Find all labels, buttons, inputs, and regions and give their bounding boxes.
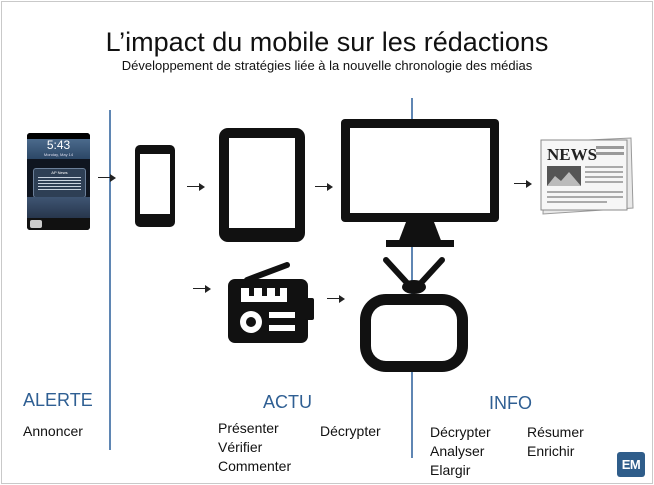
lockscreen-time: 5:43 [46,138,71,152]
notification-app: AP News [51,170,68,175]
newspaper-icon: NEWS [540,137,634,215]
alerte-verb-1: Annoncer [23,423,83,439]
actu-verb-4: Décrypter [320,423,381,439]
slide-to-unlock-icon [30,220,42,228]
arrow-to-radio [193,285,211,293]
actu-verb-1: Présenter [218,420,279,436]
arrow-smartphone-to-tablet [187,183,205,191]
lockscreen-clock: 5:43 Monday, May 14 [27,139,90,159]
smartphone-icon [135,145,175,227]
lockscreen-date: Monday, May 14 [43,152,74,157]
lockscreen-status-bar [27,133,90,139]
phone-lockscreen-image: 5:43 Monday, May 14 AP News [27,133,90,230]
arrow-phone-to-smartphone [98,174,116,182]
info-verb-2: Analyser [430,443,485,459]
slide-subtitle: Développement de stratégies liée à la no… [121,58,533,73]
arrow-monitor-to-newspaper [514,180,532,188]
actu-verb-3: Commenter [218,458,292,474]
lockscreen-slider [27,218,90,230]
newspaper-masthead: NEWS [547,145,597,164]
arrow-tablet-to-monitor [315,183,333,191]
info-verb-4: Résumer [527,424,584,440]
monitor-icon [341,119,499,247]
lockscreen-scenery [27,197,90,218]
section-header-actu: ACTU [263,392,312,412]
television-icon [360,257,468,372]
lockscreen-notification: AP News [33,168,86,198]
section-header-info: INFO [489,393,532,413]
em-logo: EM [617,452,645,477]
slide-title: L’impact du mobile sur les rédactions [105,27,549,57]
divider-alerte-actu [109,110,111,450]
info-verb-1: Décrypter [430,424,491,440]
section-header-alerte: ALERTE [23,390,93,410]
arrow-radio-to-tv [327,295,345,303]
info-verb-3: Elargir [430,462,471,478]
tablet-icon [219,128,305,242]
notification-lines [38,177,81,191]
info-verb-5: Enrichir [527,443,575,459]
divider-actu-info [411,98,413,458]
radio-icon [228,262,314,343]
actu-verb-2: Vérifier [218,439,263,455]
